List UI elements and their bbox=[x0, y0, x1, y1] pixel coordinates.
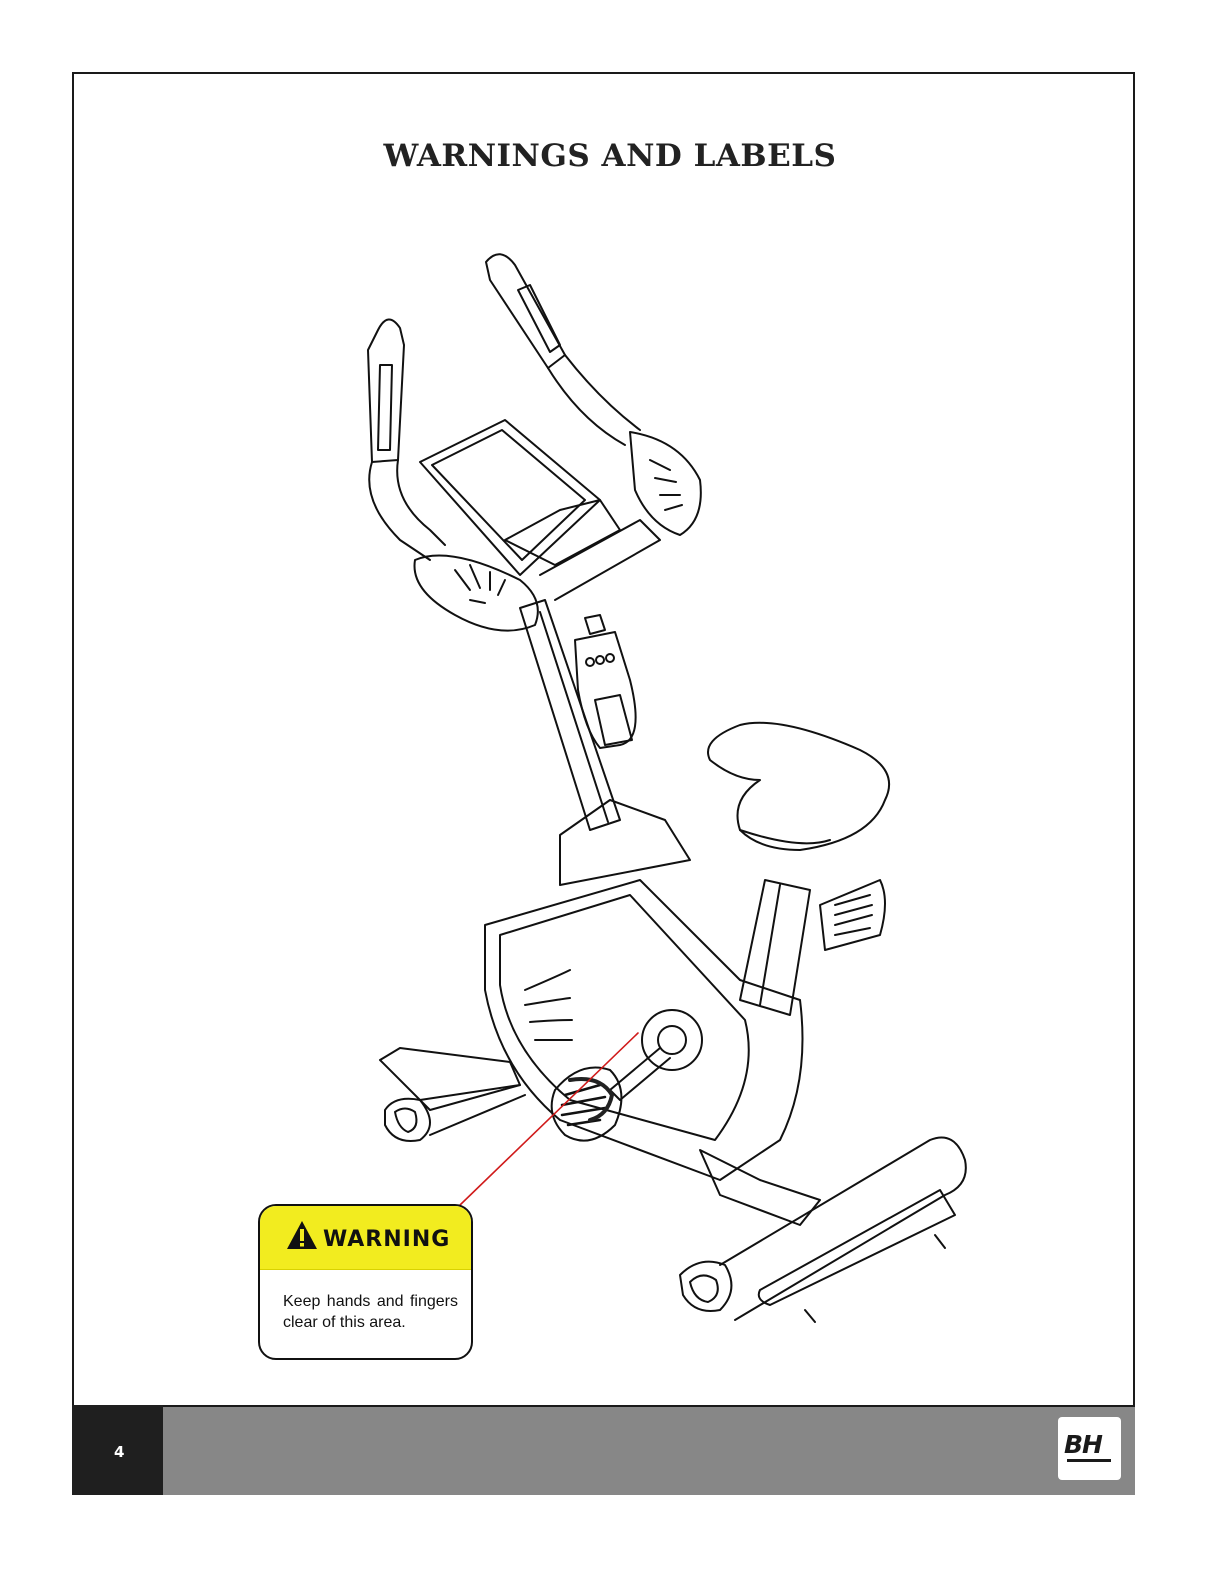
warning-header: WARNING bbox=[260, 1206, 471, 1270]
front-stabilizer bbox=[380, 1048, 525, 1141]
warning-label: WARNING Keep hands and fingers clear of … bbox=[258, 1204, 473, 1360]
seat bbox=[708, 723, 889, 850]
right-pulse-grip bbox=[540, 432, 701, 600]
footer-bar bbox=[163, 1405, 1135, 1495]
seat-post bbox=[740, 880, 810, 1015]
left-handlebar bbox=[368, 319, 445, 560]
console bbox=[420, 420, 620, 575]
main-housing bbox=[485, 800, 803, 1180]
warning-heading: WARNING bbox=[323, 1227, 450, 1252]
logo-underline bbox=[1067, 1459, 1111, 1462]
rear-stabilizer bbox=[680, 1138, 966, 1323]
crank-arm bbox=[610, 1010, 702, 1100]
page-number: 4 bbox=[114, 1443, 124, 1461]
warning-message: Keep hands and fingers clear of this are… bbox=[283, 1291, 458, 1333]
bh-logo: BH bbox=[1058, 1417, 1121, 1480]
bh-logo-text: BH bbox=[1064, 1430, 1102, 1459]
water-bottle bbox=[575, 615, 636, 748]
rear-pedal bbox=[820, 880, 885, 950]
page-number-block: 4 bbox=[72, 1405, 163, 1495]
left-pulse-grip bbox=[415, 556, 538, 631]
exclamation-triangle-icon bbox=[286, 1220, 318, 1250]
right-handlebar bbox=[486, 254, 640, 445]
